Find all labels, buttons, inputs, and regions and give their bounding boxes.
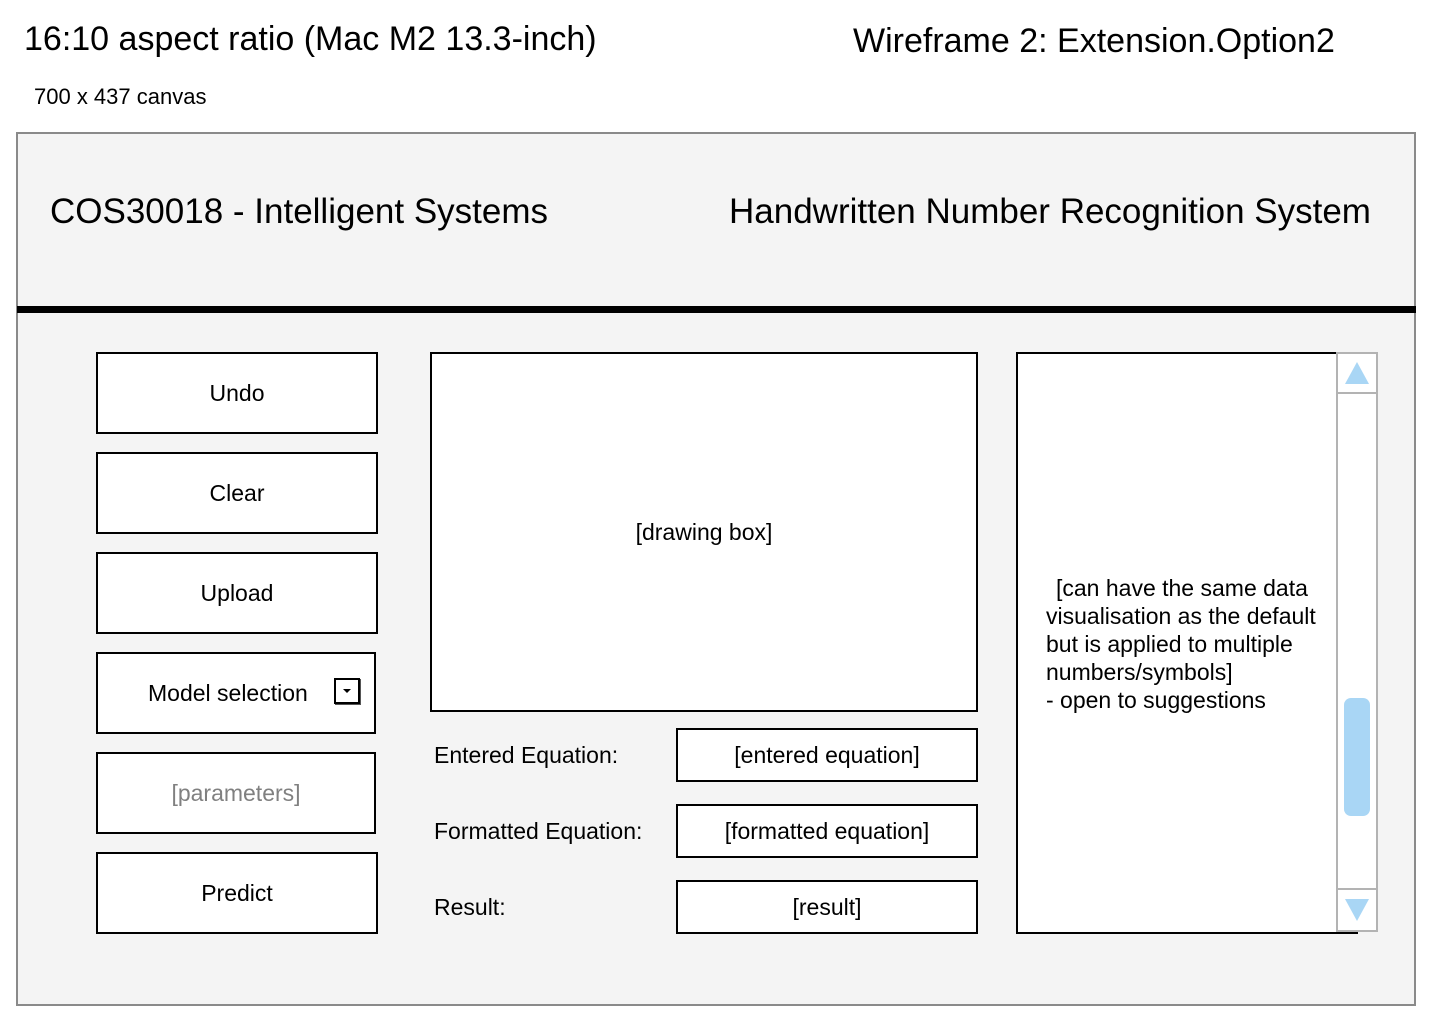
parameters-field[interactable]: [parameters] (96, 752, 376, 834)
app-title: Handwritten Number Recognition System (729, 192, 1371, 231)
model-selection-label: Model selection (148, 679, 308, 706)
header-divider (17, 306, 1416, 313)
canvas-size-note: 700 x 437 canvas (34, 84, 207, 109)
entered-equation-label: Entered Equation: (434, 742, 619, 768)
course-title: COS30018 - Intelligent Systems (50, 192, 549, 231)
visualisation-scrollbar[interactable] (1336, 352, 1378, 932)
undo-button[interactable]: Undo (96, 352, 378, 434)
visualisation-line: but is applied to multiple (1046, 631, 1293, 657)
drawing-canvas[interactable]: [drawing box] (430, 352, 978, 712)
visualisation-line: numbers/symbols] (1046, 659, 1233, 685)
scroll-down-button[interactable] (1338, 888, 1376, 930)
dropdown-arrow-icon[interactable] (334, 678, 360, 704)
visualisation-description: [can have the same data visualisation as… (1046, 574, 1346, 714)
scroll-up-button[interactable] (1338, 354, 1376, 394)
arrow-down-icon (1345, 899, 1369, 921)
formatted-equation-field: [formatted equation] (676, 804, 978, 858)
formatted-equation-label: Formatted Equation: (434, 818, 643, 844)
model-selection-dropdown[interactable]: Model selection (96, 652, 376, 734)
visualisation-panel: [can have the same data visualisation as… (1016, 352, 1358, 934)
aspect-ratio-title: 16:10 aspect ratio (Mac M2 13.3-inch) (24, 20, 597, 58)
result-label: Result: (434, 894, 506, 920)
entered-equation-field: [entered equation] (676, 728, 978, 782)
visualisation-line: [can have the same data (1056, 575, 1308, 601)
upload-button[interactable]: Upload (96, 552, 378, 634)
result-field: [result] (676, 880, 978, 934)
predict-button[interactable]: Predict (96, 852, 378, 934)
wireframe-title: Wireframe 2: Extension.Option2 (853, 22, 1335, 60)
scroll-thumb[interactable] (1344, 698, 1370, 816)
arrow-up-icon (1345, 362, 1369, 384)
visualisation-line: visualisation as the default (1046, 603, 1316, 629)
visualisation-line: - open to suggestions (1046, 687, 1266, 713)
drawing-box-placeholder: [drawing box] (635, 518, 773, 545)
clear-button[interactable]: Clear (96, 452, 378, 534)
